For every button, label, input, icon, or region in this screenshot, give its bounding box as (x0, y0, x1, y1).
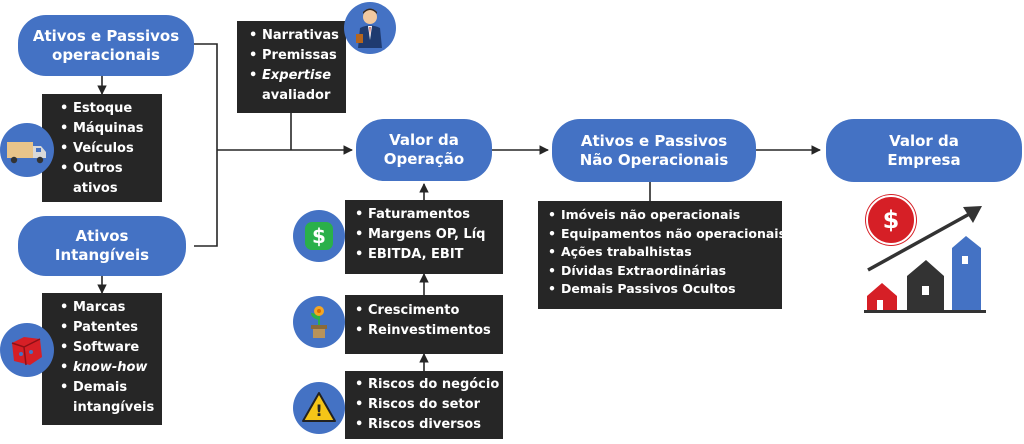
list-item: Equipamentos não operacionais (548, 225, 786, 244)
list-riscos: Riscos do negócio Riscos do setor Riscos… (345, 371, 503, 439)
list-nao-operacionais: Imóveis não operacionais Equipamentos nã… (538, 201, 786, 309)
list-item: Faturamentos (355, 205, 503, 225)
list-intangiveis: Marcas Patentes Software know-how Demais… (42, 293, 162, 425)
dollar-symbol: $ (312, 224, 326, 248)
list-item: Demais intangíveis (60, 378, 163, 418)
list-crescimento: Crescimento Reinvestimentos (345, 295, 503, 354)
list-faturamentos: Faturamentos Margens OP, Líq EBITDA, EBI… (345, 200, 503, 274)
warning-mark: ! (315, 401, 323, 420)
list-item: Demais Passivos Ocultos (548, 280, 782, 299)
list-item: EBITDA, EBIT (355, 245, 503, 265)
dollar-symbol: $ (882, 206, 900, 234)
list-item: Patentes (60, 318, 162, 338)
list-item: Estoque (60, 99, 162, 119)
dollar-icon: $ (866, 195, 916, 245)
node-ativos-passivos-operacionais: Ativos e Passivos operacionais (18, 15, 194, 76)
list-item: Premissas (249, 46, 346, 66)
list-item: Riscos diversos (355, 415, 503, 435)
list-item: Margens OP, Líq (355, 225, 503, 245)
warning-icon: ! (293, 382, 345, 434)
node-ativos-passivos-nao-operacionais: Ativos e Passivos Não Operacionais (552, 119, 756, 182)
list-item: Software (60, 338, 162, 358)
node-valor-empresa: Valor da Empresa (826, 119, 1022, 182)
list-item: Imóveis não operacionais (548, 206, 782, 225)
list-item: Ações trabalhistas (548, 243, 782, 262)
brain-icon (0, 323, 54, 377)
list-item: Riscos do negócio (355, 375, 503, 395)
node-valor-operacao: Valor da Operação (356, 119, 492, 181)
list-item: Riscos do setor (355, 395, 503, 415)
node-ativos-intangiveis: Ativos Intangíveis (18, 216, 186, 276)
list-item: Narrativas (249, 26, 346, 46)
plant-icon (293, 296, 345, 348)
list-item: Máquinas (60, 119, 162, 139)
truck-icon (0, 123, 54, 177)
list-item: Veículos (60, 139, 162, 159)
list-item: Reinvestimentos (355, 321, 503, 341)
growth-illustration (860, 192, 990, 314)
bracket-line (194, 43, 218, 247)
list-item: Dívidas Extraordinárias (548, 262, 782, 281)
businessman-icon (344, 2, 396, 54)
list-item: Outros ativos (60, 159, 143, 199)
list-operacionais: Estoque Máquinas Veículos Outros ativos (42, 94, 162, 202)
list-item: Crescimento (355, 301, 503, 321)
money-icon: $ (293, 210, 345, 262)
list-item: know-how (60, 358, 162, 378)
list-item: Marcas (60, 298, 162, 318)
